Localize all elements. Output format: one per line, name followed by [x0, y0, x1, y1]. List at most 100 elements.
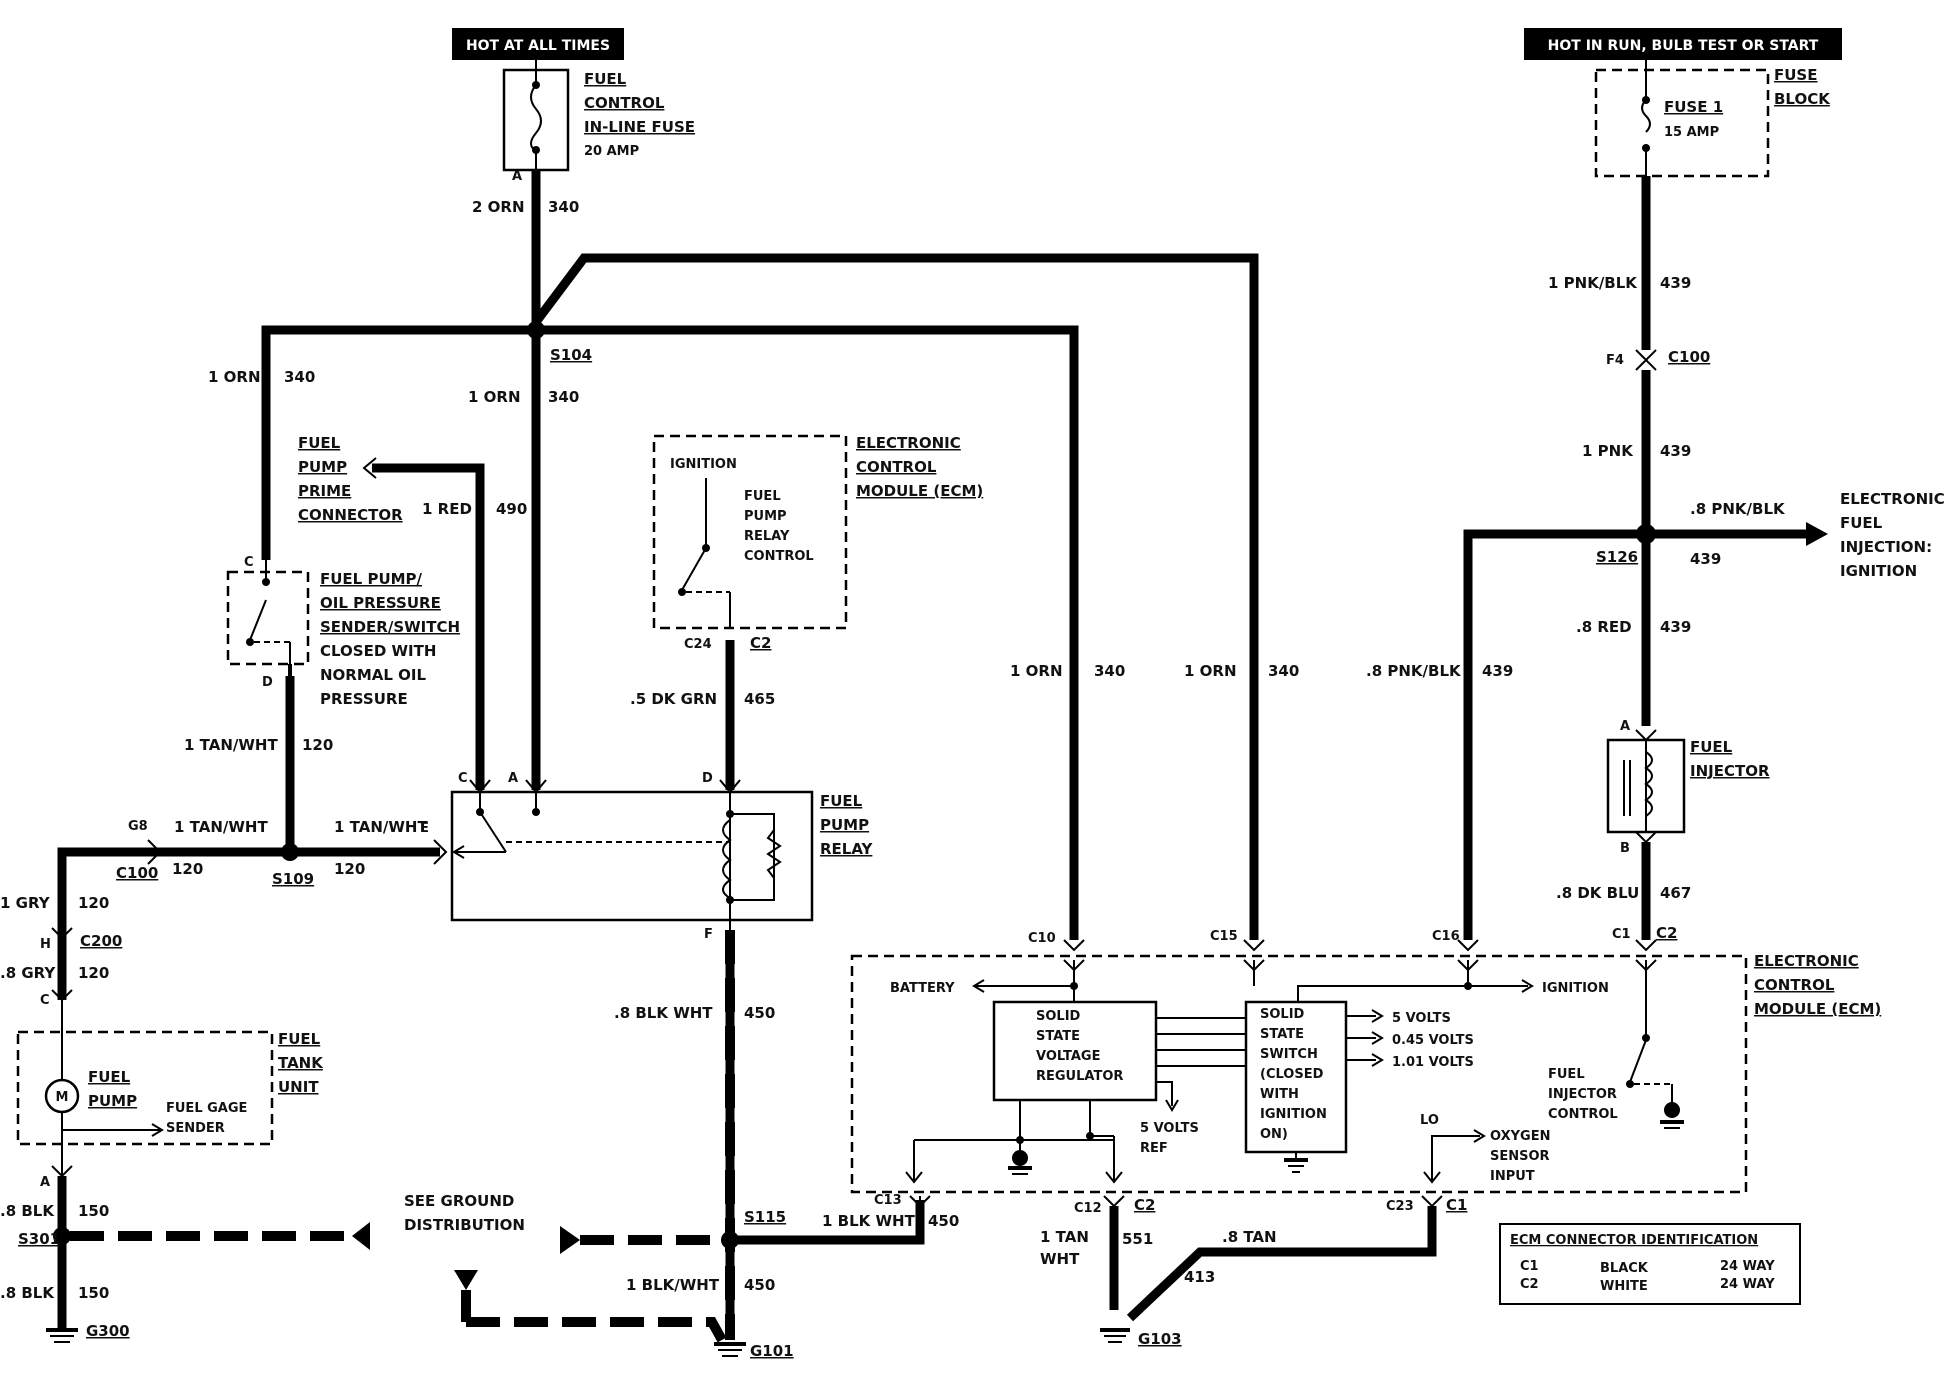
circuit-120e: 120: [78, 964, 109, 982]
fuse1-rating: 15 AMP: [1664, 125, 1719, 140]
circuit-120a: 120: [302, 736, 333, 754]
circuit-340b: 340: [284, 368, 315, 386]
wire-label-1pnkblk: 1 PNK/BLK: [1548, 274, 1638, 292]
ref-label-1: 5 VOLTS: [1140, 1121, 1199, 1136]
ecm-relay-control: IGNITION FUEL PUMP RELAY CONTROL ELECTRO…: [652, 434, 983, 652]
circuit-439e: 439: [1660, 618, 1691, 636]
relay-label-1: FUEL: [820, 792, 863, 810]
circuit-340d: 340: [1094, 662, 1125, 680]
circuit-490: 490: [496, 500, 527, 518]
motor-symbol: M: [56, 1090, 69, 1105]
wire-label-2orn: 2 ORN: [472, 198, 525, 216]
connector-c100-left: C100: [116, 864, 158, 882]
splice-s104-dot: [527, 321, 545, 339]
circuit-439d: 439: [1690, 550, 1721, 568]
connector-c12: C12: [1074, 1201, 1102, 1216]
table-row-c2-way: 24 WAY: [1720, 1277, 1775, 1292]
connector-g8: G8: [128, 819, 148, 834]
ground-g103: G103: [1138, 1330, 1182, 1348]
inj-control-label-2: INJECTOR: [1548, 1087, 1617, 1102]
wire-label-1tan: 1 TAN: [1040, 1228, 1089, 1246]
circuit-150a: 150: [78, 1202, 109, 1220]
switch-label-3: SWITCH: [1260, 1047, 1318, 1062]
wire-label-1pnk: 1 PNK: [1582, 442, 1634, 460]
prime-label-4: CONNECTOR: [298, 506, 403, 524]
circuit-467: 467: [1660, 884, 1691, 902]
wire-340-network: [261, 170, 1259, 940]
wire-439-network: [1463, 176, 1828, 940]
wire-label-1tanwht-c: 1 TAN/WHT: [334, 818, 428, 836]
wire-label-wht: WHT: [1040, 1250, 1080, 1268]
circuit-120c: 120: [334, 860, 365, 878]
wire-label-8red: .8 RED: [1576, 618, 1632, 636]
injector-pin-a: A: [1620, 719, 1630, 734]
connector-c24: C24: [684, 637, 712, 652]
switch-label-6: IGNITION: [1260, 1107, 1327, 1122]
connector-c1-c23: C1: [1446, 1196, 1467, 1214]
relay-label-2: PUMP: [820, 816, 869, 834]
ecm-top-label-1: ELECTRONIC: [856, 434, 961, 452]
regulator-label-3: VOLTAGE: [1036, 1049, 1101, 1064]
connector-c2-c12: C2: [1134, 1196, 1155, 1214]
regulator-label-2: STATE: [1036, 1029, 1080, 1044]
efi-label-1: ELECTRONIC: [1840, 490, 1944, 508]
output-045-volts: 0.45 VOLTS: [1392, 1033, 1474, 1048]
circuit-150b: 150: [78, 1284, 109, 1302]
splice-s109: S109: [272, 870, 314, 888]
ecm-top-label-3: MODULE (ECM): [856, 482, 983, 500]
splice-s301: S301: [18, 1230, 60, 1248]
wire-label-1orn-c15: 1 ORN: [1184, 662, 1237, 680]
oxygen-label-1: OXYGEN: [1490, 1129, 1550, 1144]
circuit-450a: 450: [744, 1004, 775, 1022]
efi-label-3: INJECTION:: [1840, 538, 1932, 556]
ecm-battery-label: BATTERY: [890, 981, 955, 996]
circuit-120d: 120: [78, 894, 109, 912]
ecm-connector-table: ECM CONNECTOR IDENTIFICATION C1 BLACK 24…: [1499, 1223, 1801, 1305]
wire-120-network: [51, 676, 448, 1002]
circuit-439a: 439: [1482, 662, 1513, 680]
tank-label-1: FUEL: [278, 1030, 321, 1048]
oil-switch-label-1: FUEL PUMP/: [320, 570, 423, 588]
fuel-tank-unit: M FUEL PUMP FUEL GAGE SENDER FUEL TANK U…: [16, 1000, 324, 1176]
tank-label-3: UNIT: [278, 1078, 319, 1096]
wire-label-5dkgrn: .5 DK GRN: [630, 690, 717, 708]
output-101-volts: 1.01 VOLTS: [1392, 1055, 1474, 1070]
wire-label-8blk-a: .8 BLK: [0, 1202, 55, 1220]
ecm-ignition-label: IGNITION: [1542, 981, 1609, 996]
connector-f4: F4: [1606, 353, 1624, 368]
fuel-pump-prime-connector: FUEL PUMP PRIME CONNECTOR: [298, 434, 485, 790]
wire-label-8tan: .8 TAN: [1222, 1228, 1277, 1246]
ecm-top-inner-4: CONTROL: [744, 549, 814, 564]
prime-label-1: FUEL: [298, 434, 341, 452]
ecm-top-inner-3: RELAY: [744, 529, 790, 544]
wire-label-8pnkblk-b: .8 PNK/BLK: [1690, 500, 1786, 518]
fuel-pump-label-1: FUEL: [88, 1068, 131, 1086]
table-row-c1-color: BLACK: [1600, 1261, 1649, 1276]
wire-label-1red: 1 RED: [422, 500, 472, 518]
connector-c2-relayctrl: C2: [750, 634, 771, 652]
tank-label-2: TANK: [278, 1054, 324, 1072]
fuel-pump-label-2: PUMP: [88, 1092, 137, 1110]
fuse1-name: FUSE 1: [1664, 98, 1723, 116]
fuel-injector: A B FUEL INJECTOR: [1606, 719, 1770, 856]
oil-switch-note-3: PRESSURE: [320, 690, 408, 708]
efi-label-4: IGNITION: [1840, 562, 1917, 580]
ecm-top-inner-1: FUEL: [744, 489, 781, 504]
table-row-c1-id: C1: [1520, 1259, 1539, 1274]
oxygen-label-3: INPUT: [1490, 1169, 1535, 1184]
inj-control-label-1: FUEL: [1548, 1067, 1585, 1082]
circuit-120b: 120: [172, 860, 203, 878]
circuit-340a: 340: [548, 198, 579, 216]
pump-pin-a: A: [40, 1175, 50, 1190]
see-ground-label-2: DISTRIBUTION: [404, 1216, 525, 1234]
relay-pin-a: A: [508, 771, 518, 786]
fuse-pin-a: A: [512, 169, 522, 184]
wire-label-8blkwht: .8 BLK WHT: [614, 1004, 713, 1022]
relay-pin-e: E: [420, 821, 429, 836]
ecm-top-label-2: CONTROL: [856, 458, 937, 476]
ecm-top-inner-2: PUMP: [744, 509, 787, 524]
relay-label-3: RELAY: [820, 840, 874, 858]
relay-pin-c: C: [458, 771, 468, 786]
fuse-rating: 20 AMP: [584, 144, 639, 159]
fuse-label-1: FUEL: [584, 70, 627, 88]
